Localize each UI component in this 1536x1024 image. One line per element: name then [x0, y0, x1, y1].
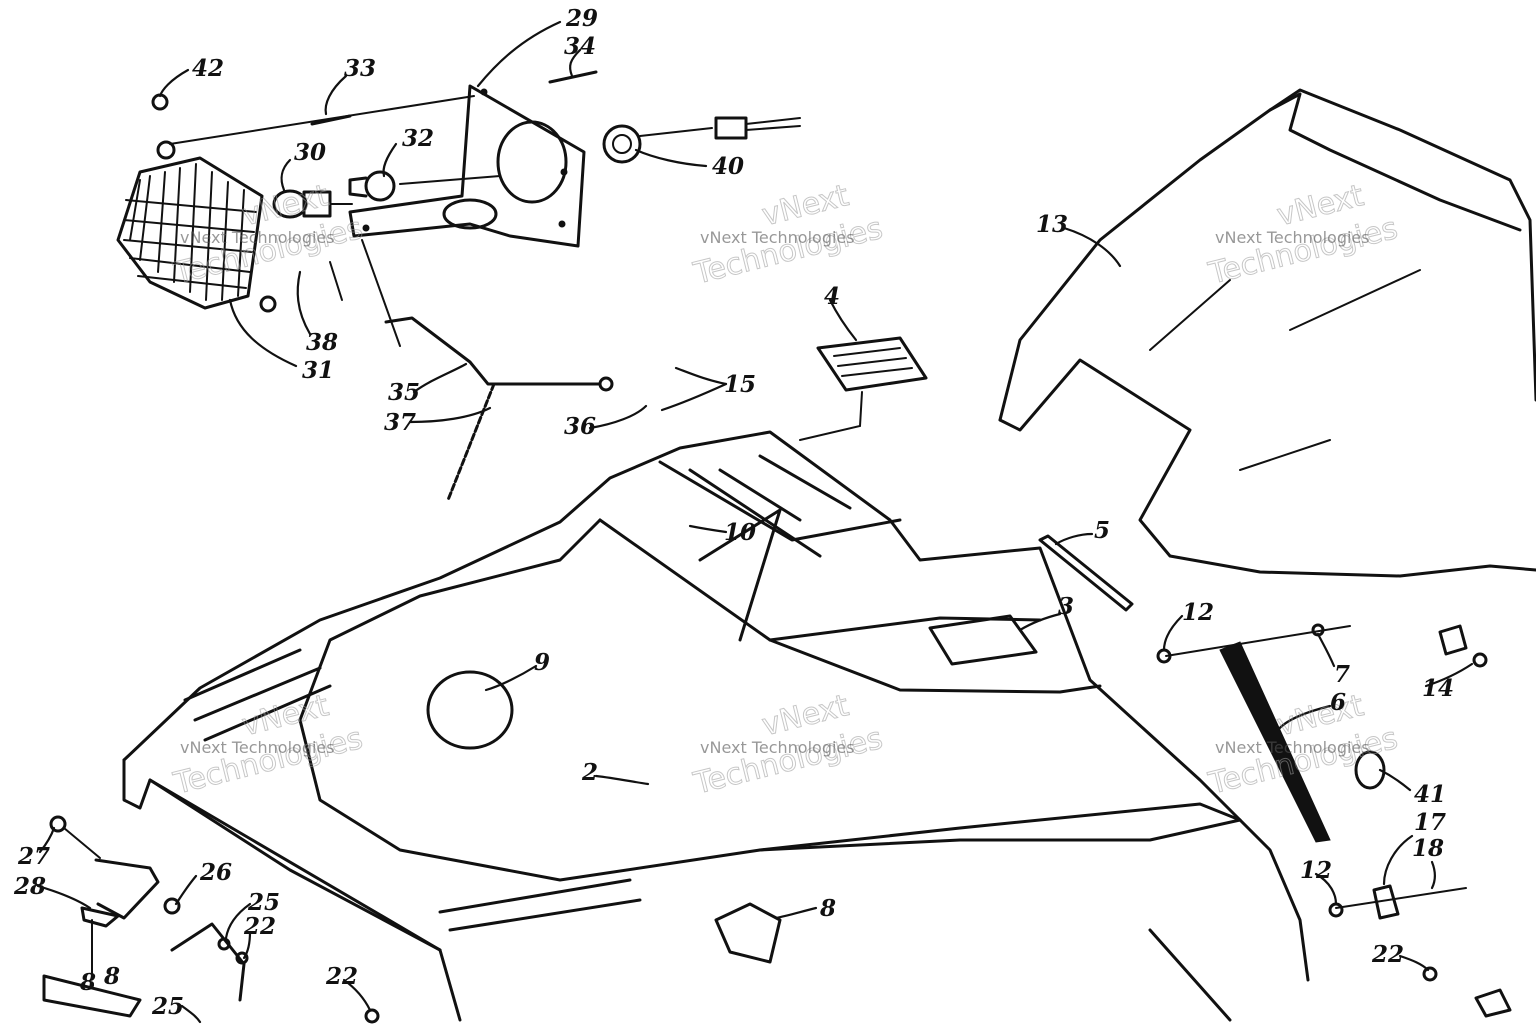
mounting-bracket-part: [348, 84, 586, 248]
callout-label: 25: [247, 889, 280, 916]
callout-label: 28: [13, 873, 46, 900]
screw-part: [548, 70, 598, 84]
callout-label: 38: [306, 329, 338, 356]
callout-label: 32: [402, 125, 434, 152]
callout-label: 17: [1414, 809, 1446, 836]
grommet-part: [1354, 750, 1386, 790]
latch-bracket-part: [1372, 884, 1400, 920]
callout-label: 8: [819, 895, 836, 922]
callout-label: 25: [151, 993, 184, 1020]
watermark: vNext Technologies vNext Technologies: [1204, 178, 1401, 293]
svg-text:vNext Technologies: vNext Technologies: [180, 228, 335, 247]
svg-text:vNext Technologies: vNext Technologies: [1215, 738, 1370, 757]
callout-label: 33: [344, 55, 376, 82]
callout-label: 8: [103, 963, 120, 990]
trim-strip-part: [1038, 534, 1134, 612]
callout-label: 4: [824, 283, 840, 310]
gas-cap-part: [426, 670, 514, 750]
callout-label: 10: [724, 519, 756, 546]
svg-text:vNext Technologies: vNext Technologies: [180, 738, 335, 757]
bumper-bracket-assembly: [42, 815, 380, 1024]
decal-part: [928, 614, 1038, 666]
hood-body-part: [122, 336, 1310, 1022]
grommet-part: [602, 124, 642, 164]
bulb-part: [272, 189, 353, 219]
callout-label: 6: [1330, 689, 1346, 716]
callout-label: 40: [712, 153, 744, 180]
emblem-part: [714, 902, 782, 964]
nut-part: [151, 93, 169, 111]
callout-label: 3: [1058, 593, 1074, 620]
connector-part: [714, 116, 801, 140]
callout-label: 15: [724, 371, 756, 398]
callout-label: 2: [581, 759, 598, 786]
callout-label: 35: [388, 379, 420, 406]
leader-lines: [36, 20, 1474, 1024]
callout-label: 30: [294, 139, 326, 166]
wire-harness-part: [384, 316, 614, 502]
svg-text:vNext Technologies: vNext Technologies: [700, 228, 855, 247]
callout-label: 37: [384, 409, 416, 436]
watermark: vNext Technologies vNext Technologies: [169, 178, 366, 293]
callout-label: 41: [1414, 781, 1446, 808]
callout-label: 18: [1412, 835, 1444, 862]
callout-label: 12: [1182, 599, 1214, 626]
callout-label: 26: [199, 859, 232, 886]
watermark: vNext Technologies vNext Technologies: [169, 688, 366, 803]
callout-label: 27: [17, 843, 50, 870]
watermark-group: vNext Technologies vNext Technologies vN…: [169, 178, 1401, 803]
callout-label: 34: [564, 33, 596, 60]
callout-label: 31: [302, 357, 334, 384]
callout-label: 29: [565, 5, 598, 32]
svg-text:vNext Technologies: vNext Technologies: [1215, 228, 1370, 247]
headlight-assembly: [116, 70, 801, 502]
svg-text:vNext Technologies: vNext Technologies: [700, 738, 855, 757]
callout-label: 42: [192, 55, 224, 82]
callout-label: 7: [1334, 661, 1350, 688]
watermark: vNext Technologies vNext Technologies: [689, 178, 886, 293]
callout-label: 22: [1371, 941, 1404, 968]
headlight-lens-part: [116, 140, 277, 313]
callout-label: 22: [325, 963, 358, 990]
callout-label: 9: [534, 649, 550, 676]
callout-label: 36: [564, 413, 596, 440]
watermark: vNext Technologies vNext Technologies: [689, 688, 886, 803]
callout-label: 8: [79, 969, 96, 996]
callout-label: 13: [1036, 211, 1068, 238]
decal-part: [816, 336, 928, 392]
callout-labels: 42 33 29 34 30 32 40 38 31 35 37 36 15 4…: [13, 5, 1454, 1020]
callout-label: 14: [1422, 675, 1454, 702]
callout-label: 22: [243, 913, 276, 940]
callout-label: 5: [1094, 517, 1110, 544]
callout-label: 12: [1300, 857, 1332, 884]
windshield-part: [998, 88, 1536, 578]
socket-part: [348, 170, 396, 202]
